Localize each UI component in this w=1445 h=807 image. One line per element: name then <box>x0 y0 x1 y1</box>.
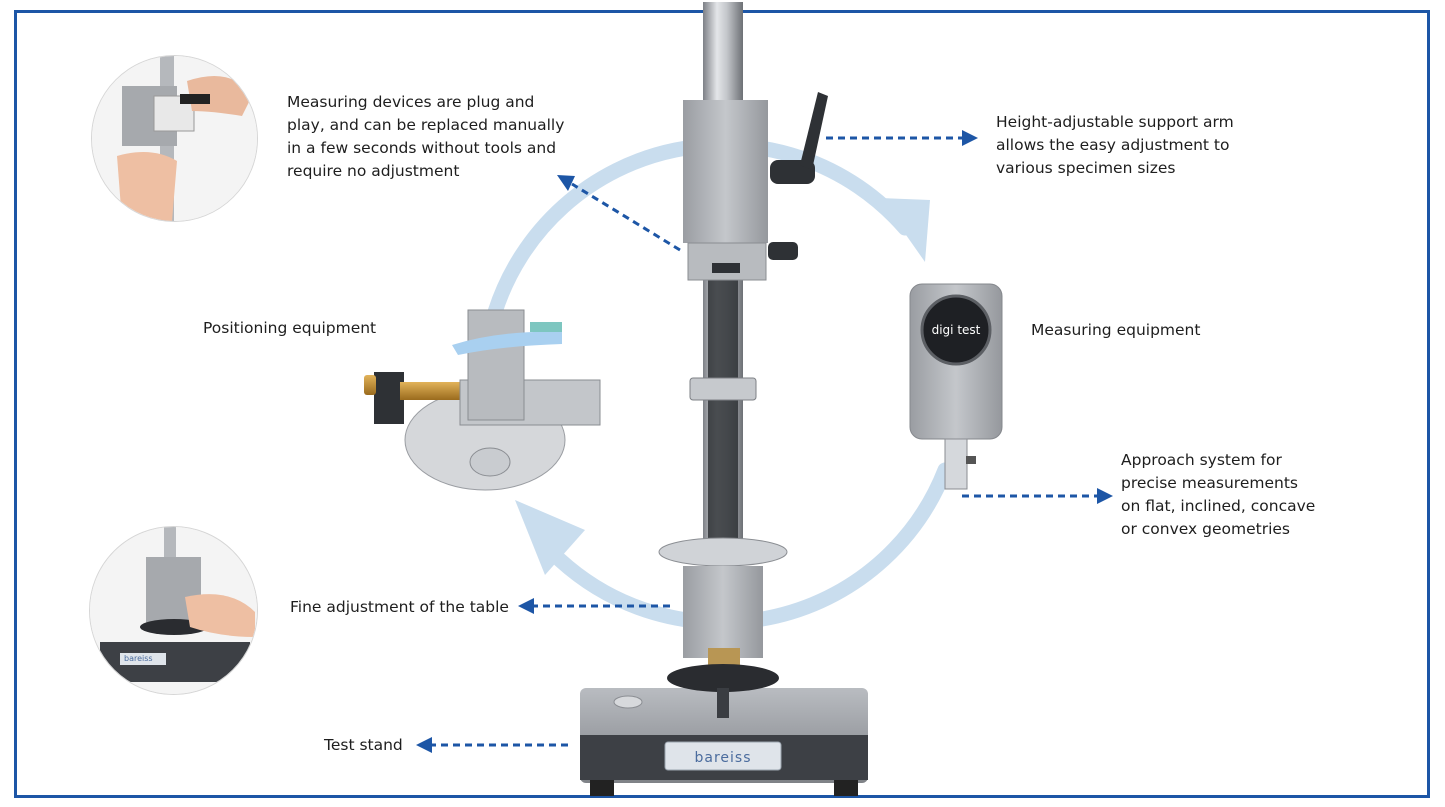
inset-brand: bareiss <box>124 654 153 663</box>
support-arm <box>683 92 828 281</box>
dashed-connectors <box>432 136 1100 747</box>
stand-brand-plate: bareiss <box>694 750 751 766</box>
gauge-device <box>909 283 1003 490</box>
arrow-heads <box>416 130 1113 753</box>
label-line: Approach system for <box>1121 451 1282 469</box>
label-line: play, and can be replaced manually <box>287 116 565 134</box>
column-slot <box>708 270 738 550</box>
test-stand-base <box>580 688 868 796</box>
gauge-brand: digi test <box>932 323 981 337</box>
label-line: Height-adjustable support arm <box>996 113 1234 131</box>
label-approach: Approach system for precise measurements… <box>1121 449 1315 541</box>
label-line: require no adjustment <box>287 162 460 180</box>
column-collar <box>689 377 757 401</box>
fine-adjust-table <box>658 537 788 718</box>
label-line: allows the easy adjustment to <box>996 136 1230 154</box>
label-line: in a few seconds without tools and <box>287 139 557 157</box>
label-test-stand: Test stand <box>324 736 403 754</box>
label-fine-adjustment: Fine adjustment of the table <box>290 598 509 616</box>
positioning-device <box>364 309 601 491</box>
inset-plug-and-play <box>91 55 258 222</box>
label-height-adjustable: Height-adjustable support arm allows the… <box>996 111 1234 180</box>
cycle-ring <box>487 137 953 630</box>
label-measuring: Measuring equipment <box>1031 321 1201 339</box>
inset-table-adjustment: bareiss <box>89 526 258 695</box>
label-line: on flat, inclined, concave <box>1121 497 1316 515</box>
label-line: precise measurements <box>1121 474 1298 492</box>
label-positioning: Positioning equipment <box>203 319 377 337</box>
label-line: Measuring devices are plug and <box>287 93 535 111</box>
label-line: various specimen sizes <box>996 159 1176 177</box>
label-line: or convex geometries <box>1121 520 1291 538</box>
label-plug-and-play: Measuring devices are plug and play, and… <box>287 91 564 183</box>
